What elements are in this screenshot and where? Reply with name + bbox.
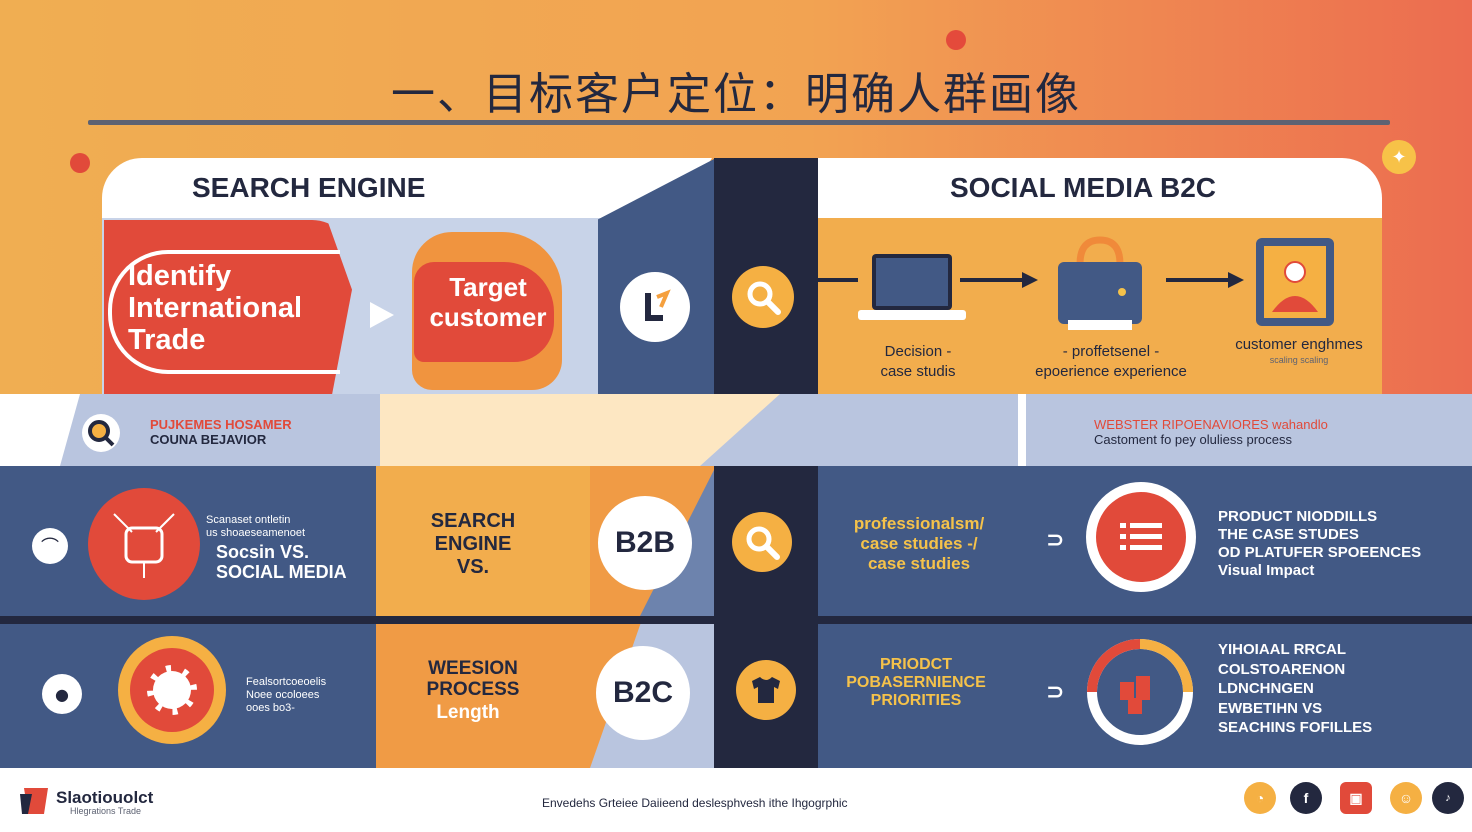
decor-dot <box>946 30 966 50</box>
decor-dot <box>70 153 90 173</box>
band-right-line1: WEBSTER RIPOENAVIORES wahandlo <box>1094 417 1328 432</box>
row1-main-text: Socsin VS. SOCIAL MEDIA <box>216 542 347 582</box>
footer-caption: Envedehs Grteiee Daiieend deslesphvesh i… <box>542 796 848 810</box>
band-right-line2: Castoment fo pey oluliess process <box>1094 432 1292 447</box>
customer-icon <box>1254 236 1336 328</box>
search-icon <box>732 512 792 572</box>
lifebuoy-icon <box>118 636 226 744</box>
title-divider <box>88 120 1390 125</box>
band-highlight <box>380 394 780 466</box>
video-icon[interactable]: ▣ <box>1340 782 1372 814</box>
brand-name: Slaotiouolct <box>56 788 154 807</box>
shopping-bag-icon <box>1052 234 1148 334</box>
b2c-badge: B2C <box>596 646 690 740</box>
band-left-line1: PUJKEMES HOSAMER <box>150 417 292 432</box>
band-left-line2: COUNA BEJAVIOR <box>150 432 267 447</box>
page-title: 一、目标客户定位：明确人群画像 <box>391 69 1081 120</box>
search-engine-header <box>102 158 712 218</box>
arrow-icon <box>1166 272 1246 288</box>
row2-product-text: PRIODCT POBASERNIENCE PRIORITIES <box>846 656 986 709</box>
arrow-icon <box>818 278 858 282</box>
tiktok-icon[interactable]: ♪ <box>1432 782 1464 814</box>
social-media-title: SOCIAL MEDIA B2C <box>949 172 1217 203</box>
target-label: Target customer <box>429 272 547 332</box>
arrow-icon <box>960 272 1040 288</box>
identify-label: Identify International Trade <box>128 260 303 356</box>
list-icon <box>1086 482 1196 592</box>
arrow-icon: ⊃ <box>1046 528 1065 553</box>
row2-middle-sublabel: Length <box>436 702 500 723</box>
row2-small-text: Fealsortcoeoelis Noee ocoloees ooes bo3- <box>246 676 327 714</box>
target-inner <box>414 262 554 362</box>
social-media-header <box>818 158 1382 218</box>
search-engine-title: SEARCH ENGINE <box>192 172 426 203</box>
row2-right-text: YIHOIAAL RRCAL COLSTOARENON LDNCHNGEN EW… <box>1218 641 1373 736</box>
row1-professional-text: professionalsm/ case studies -/ case stu… <box>853 514 985 573</box>
step-customer-label: customer enghmes <box>1235 336 1363 353</box>
shirt-icon <box>736 660 796 720</box>
chat-icon[interactable]: ◔ <box>1244 782 1276 814</box>
sparkle-icon: ✦ <box>1382 140 1416 174</box>
row1-small-text: Scanaset ontletin us shoaeseamenoet <box>206 514 306 539</box>
chart-icon <box>620 272 690 342</box>
b2b-badge: B2B <box>598 496 692 590</box>
step-experience-label: - proffetsenel - epoerience experience <box>1035 343 1187 380</box>
arrow-icon <box>370 302 394 328</box>
step-customer-sublabel: scaling scaling <box>1269 355 1329 365</box>
search-icon <box>82 414 120 452</box>
arrow-icon: ⊃ <box>1046 680 1065 705</box>
menu-icon[interactable]: ⌒ <box>32 528 68 564</box>
row1-middle-label: SEARCH ENGINE VS. <box>430 510 516 578</box>
identify-outline <box>108 250 340 374</box>
step-decision-label: Decision - case studis <box>880 343 956 380</box>
emoji-icon[interactable]: ☺ <box>1390 782 1422 814</box>
footer <box>0 768 1472 832</box>
row-divider <box>0 616 1472 624</box>
search-icon <box>732 266 794 328</box>
brand-tagline: Hlegrations Trade <box>70 806 142 816</box>
row1-right-text: PRODUCT NIODDILLS THE CASE STUDES OD PLA… <box>1218 508 1422 579</box>
donut-chart-icon <box>1084 636 1196 748</box>
circle-menu-icon[interactable]: ● <box>42 674 82 714</box>
brand-logo-icon <box>18 784 54 818</box>
row2-middle-label: WEESION PROCESS <box>426 658 520 700</box>
laptop-icon <box>858 252 966 324</box>
strategy-icon <box>88 488 200 600</box>
facebook-icon[interactable]: f <box>1290 782 1322 814</box>
